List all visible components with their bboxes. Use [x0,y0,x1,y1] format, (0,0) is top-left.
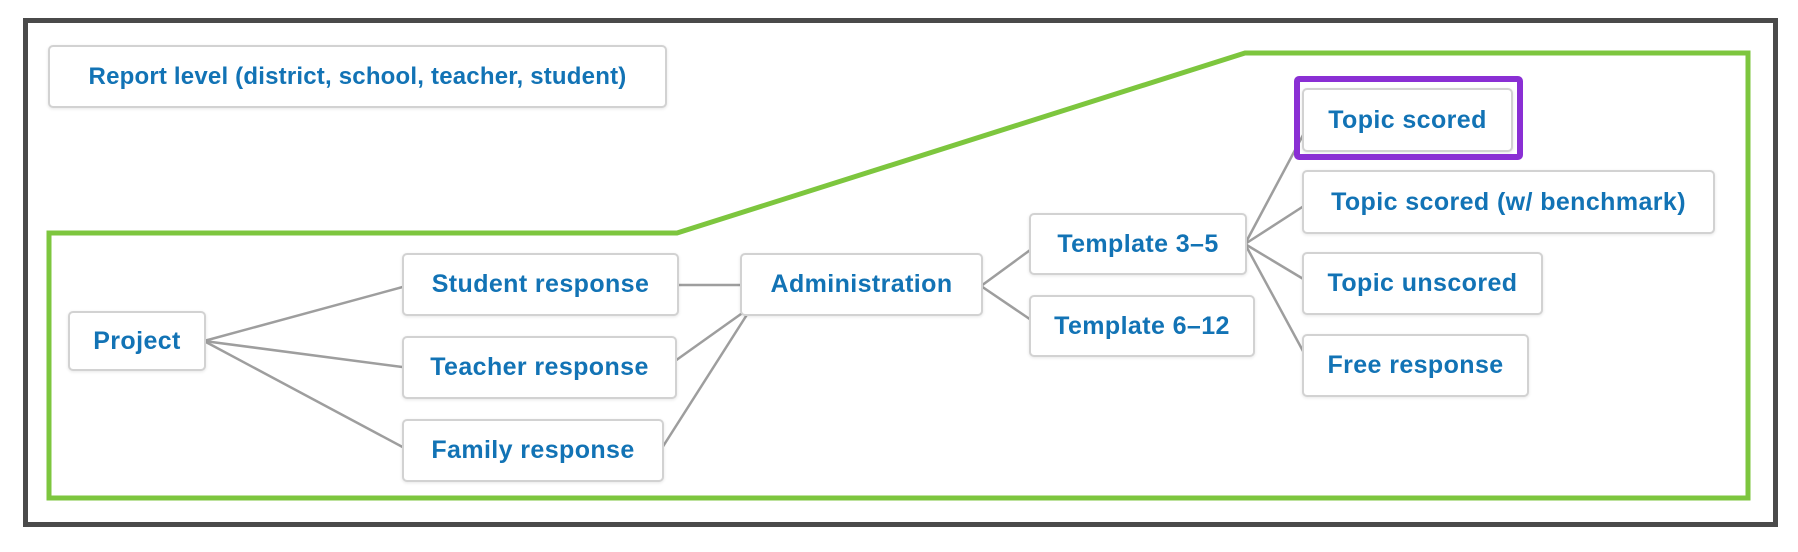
node-family-response: Family response [402,419,664,482]
node-teacher-response: Teacher response [402,336,677,399]
edge-project-student-response [202,283,412,343]
edge-administration-template-3-5 [979,243,1039,288]
edge-family-response-administration [660,311,750,450]
node-administration: Administration [740,253,983,316]
node-topic-unscored: Topic unscored [1302,252,1543,315]
edge-project-family-response [202,339,412,453]
edge-template-3-5-topic-scored [1243,120,1312,246]
edge-project-teacher-response [202,339,412,370]
node-free-response: Free response [1302,334,1529,397]
node-template-3-5: Template 3–5 [1029,213,1247,275]
edge-template-3-5-topic-unscored [1243,242,1312,285]
edge-administration-template-6-12 [979,284,1039,326]
edge-teacher-response-administration [673,307,750,363]
scope-outline [46,50,1751,501]
node-topic-scored-benchmark: Topic scored (w/ benchmark) [1302,170,1715,234]
report-level-box: Report level (district, school, teacher,… [48,45,667,108]
node-topic-scored: Topic scored [1302,88,1513,152]
outer-frame [23,18,1778,527]
edge-template-3-5-free-response [1243,242,1312,366]
node-project: Project [68,311,206,371]
node-template-6-12: Template 6–12 [1029,295,1255,357]
edge-template-3-5-topic-scored-benchmark [1243,200,1312,246]
node-student-response: Student response [402,253,679,316]
